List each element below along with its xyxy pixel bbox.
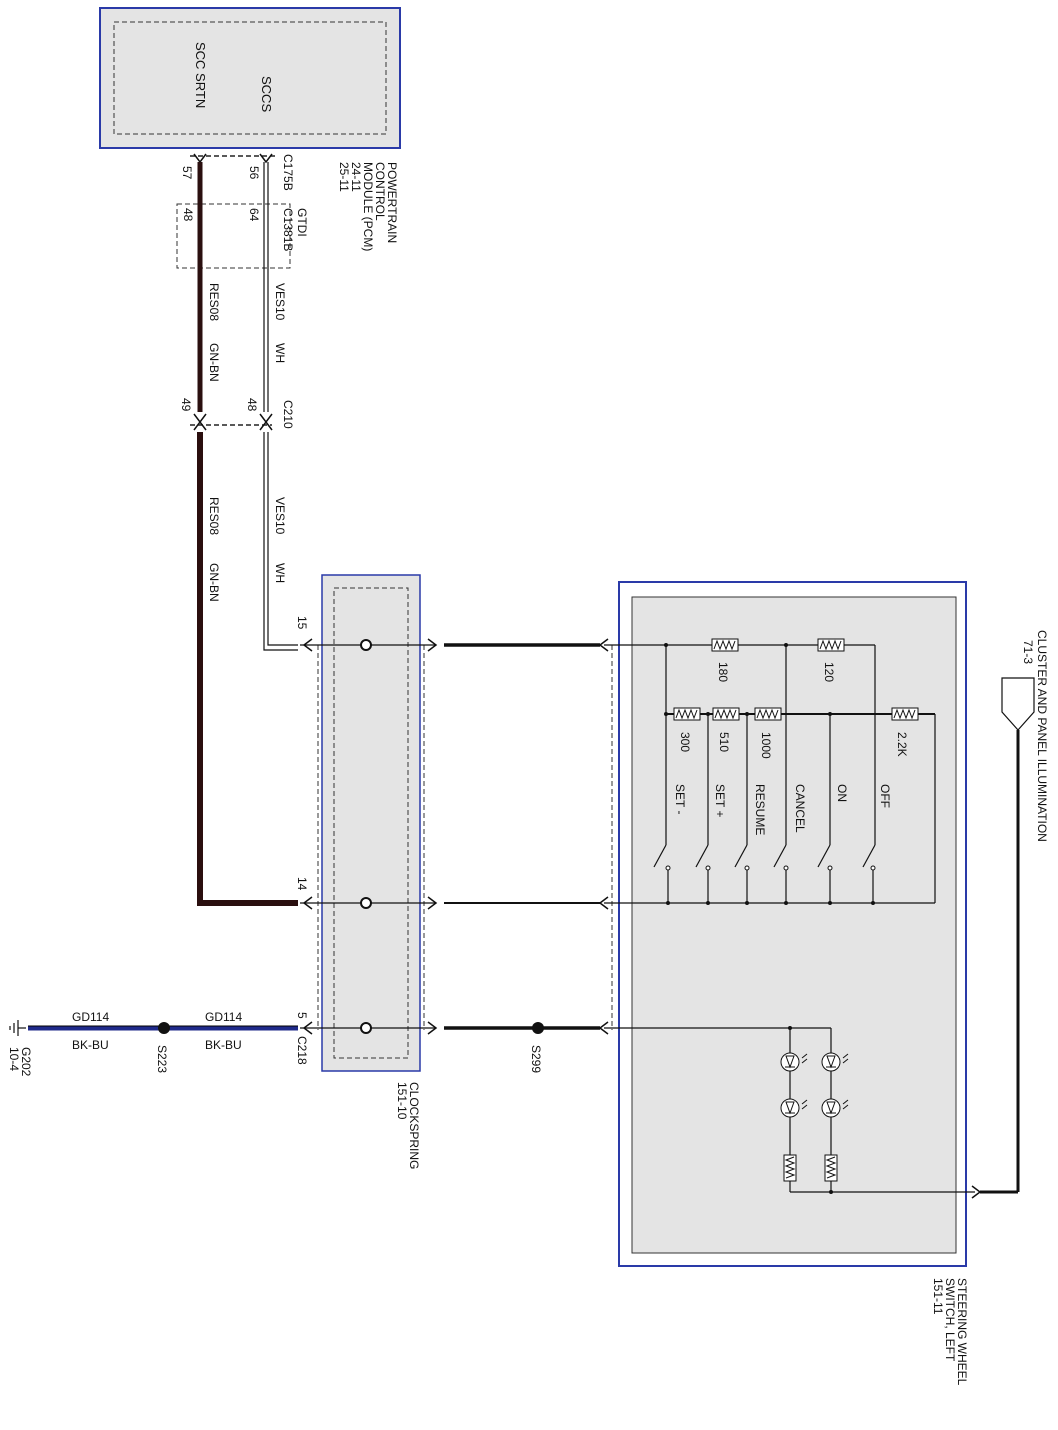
steering-wheel-switch: 180 120 300 510 1000 2.2K SET - SET + RE… xyxy=(598,581,982,1267)
resistor-180-label: 180 xyxy=(716,662,730,682)
svg-text:GD114: GD114 xyxy=(72,1010,109,1024)
svg-text:C1381B: C1381B xyxy=(281,208,295,251)
svg-text:BK-BU: BK-BU xyxy=(72,1038,109,1052)
wire-res08-lower xyxy=(197,432,298,906)
svg-text:POWERTRAIN: POWERTRAIN xyxy=(385,162,399,243)
pcm-module: SCC SRTN SCCS xyxy=(99,7,401,149)
resistor-510-label: 510 xyxy=(717,732,731,752)
switch-resume xyxy=(734,714,750,905)
wire-ves10-upper-label: VES10 xyxy=(273,283,287,321)
svg-text:C218: C218 xyxy=(295,1036,309,1065)
wire-ves10-lower-label: VES10 xyxy=(273,497,287,535)
wire-res08-lower-label: RES08 xyxy=(207,497,221,535)
svg-text:5: 5 xyxy=(295,1012,309,1019)
svg-text:S223: S223 xyxy=(155,1045,169,1073)
clockspring: 15 14 5 C218 xyxy=(295,574,438,1072)
label-cancel: CANCEL xyxy=(793,784,807,833)
resistor-120-label: 120 xyxy=(822,662,836,682)
wire-res08-lower-color: GN-BN xyxy=(207,563,221,602)
svg-text:G202: G202 xyxy=(19,1047,33,1077)
resistor-300-label: 300 xyxy=(678,732,692,752)
wire-ves10-lower-color: WH xyxy=(273,563,287,583)
illumination-label: CLUSTER AND PANEL ILLUMINATION xyxy=(1035,630,1049,842)
gtdi-box: 48 64 C1381B GTDI xyxy=(176,203,309,269)
svg-text:25-11: 25-11 xyxy=(337,162,351,192)
connector-c175b: 57 56 C175B xyxy=(180,153,295,191)
illumination-ref: 71-3 xyxy=(1021,640,1035,664)
ground-circuit: GD114 BK-BU GD114 BK-BU S223 G202 10-4 xyxy=(7,1010,298,1077)
wire-res08-upper-label: RES08 xyxy=(207,283,221,321)
svg-text:10-4: 10-4 xyxy=(7,1047,21,1071)
svg-text:MODULE (PCM): MODULE (PCM) xyxy=(361,162,375,251)
splice-s299 xyxy=(532,1022,544,1034)
clockspring-ref: 151-10 xyxy=(395,1082,409,1120)
svg-text:CONTROL: CONTROL xyxy=(373,162,387,221)
wire-ves10-lower-a xyxy=(263,432,298,651)
switch-set-minus xyxy=(653,645,671,905)
svg-text:48: 48 xyxy=(181,208,195,222)
svg-text:64: 64 xyxy=(247,208,261,222)
label-off: OFF xyxy=(878,784,892,808)
clockspring-label: CLOCKSPRING xyxy=(407,1082,421,1169)
label-resume: RESUME xyxy=(753,784,767,835)
svg-text:C175B: C175B xyxy=(281,154,295,191)
svg-text:24-11: 24-11 xyxy=(349,162,363,192)
splice-s299-label: S299 xyxy=(529,1045,543,1073)
ground-symbol xyxy=(9,1020,26,1036)
pcm-label: POWERTRAIN CONTROL MODULE (PCM) 24-11 25… xyxy=(337,162,399,251)
wire-res08-upper-color: GN-BN xyxy=(207,343,221,382)
svg-text:GTDI: GTDI xyxy=(295,208,309,237)
connector-c210: 49 48 C210 xyxy=(179,398,295,431)
label-on: ON xyxy=(835,784,849,802)
svg-text:56: 56 xyxy=(247,166,261,180)
svg-text:14: 14 xyxy=(295,877,309,891)
svg-text:57: 57 xyxy=(180,166,194,180)
switch-label-line2: SWITCH, LEFT xyxy=(943,1278,957,1362)
pcm-pin-scc-srtn: SCC SRTN xyxy=(193,42,208,108)
switch-off xyxy=(862,645,876,905)
svg-text:49: 49 xyxy=(179,398,193,412)
svg-text:48: 48 xyxy=(245,398,259,412)
svg-text:C210: C210 xyxy=(281,400,295,429)
switch-label-line3: 151-11 xyxy=(931,1278,945,1315)
illumination-feed: CLUSTER AND PANEL ILLUMINATION 71-3 xyxy=(980,630,1049,1194)
label-set-plus: SET + xyxy=(713,784,727,817)
label-set-minus: SET - xyxy=(673,784,687,814)
switch-on xyxy=(817,714,833,905)
resistor-2-2k-label: 2.2K xyxy=(895,732,909,757)
resistor-1000-label: 1000 xyxy=(759,732,773,759)
pcm-pin-sccs: SCCS xyxy=(259,76,274,112)
wire-ves10-upper-color: WH xyxy=(273,343,287,363)
switch-label-line1: STEERING WHEEL xyxy=(955,1278,969,1386)
wire-ves10-lower-b xyxy=(267,432,298,646)
switch-set-plus xyxy=(695,714,711,905)
switch-cancel xyxy=(773,645,789,905)
svg-text:GD114: GD114 xyxy=(205,1010,242,1024)
svg-text:15: 15 xyxy=(295,616,309,630)
svg-text:BK-BU: BK-BU xyxy=(205,1038,242,1052)
